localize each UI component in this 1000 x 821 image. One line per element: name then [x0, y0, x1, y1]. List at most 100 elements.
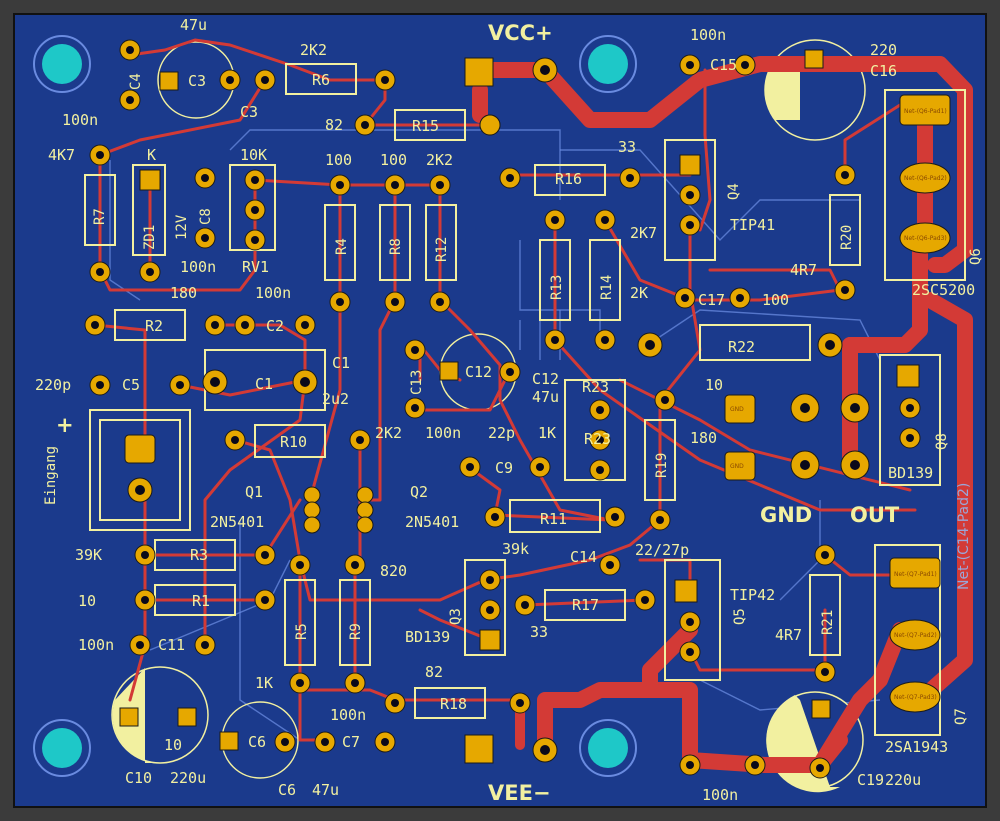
r21-ref: R21 — [820, 610, 836, 635]
c17-ref: C17 — [698, 291, 725, 309]
r20-value: 4R7 — [790, 261, 817, 279]
q5-type: TIP42 — [730, 586, 775, 604]
mounting-hole-icon — [588, 728, 628, 768]
component-outlines — [84, 63, 966, 736]
r8-ref: R8 — [388, 238, 404, 255]
c11-ref: C11 — [158, 636, 185, 654]
r7-ref: R7 — [92, 208, 108, 225]
r12-value: 2K2 — [426, 151, 453, 169]
r180-2-value: 180 — [690, 429, 717, 447]
c16-value: 220 — [870, 41, 897, 59]
pad-net-label: GND — [730, 463, 744, 470]
r11-value: 39k — [502, 540, 529, 558]
c15-ref: C15 — [710, 56, 737, 74]
c6-ref: C6 — [278, 781, 296, 799]
c8-ref: C8 — [198, 208, 214, 225]
q6-type: 2SC5200 — [912, 281, 975, 299]
c3-ref-inner: C3 — [188, 72, 206, 90]
r12-ref: R12 — [434, 237, 450, 262]
r16-ref: R16 — [555, 170, 582, 188]
c2-ref: C2 — [266, 317, 284, 335]
r820-value: 820 — [380, 562, 407, 580]
r16-value: 33 — [618, 138, 636, 156]
q5-ref: Q5 — [732, 608, 748, 625]
c10-inner: 10 — [164, 736, 182, 754]
r7-value: 4K7 — [48, 146, 75, 164]
r18-net: 82 — [425, 663, 443, 681]
q4-ref: Q4 — [726, 183, 742, 200]
r8-value: 100 — [380, 151, 407, 169]
q1-type: 2N5401 — [210, 513, 264, 531]
c4-value: 100n — [62, 111, 98, 129]
c7-value: 100n — [330, 706, 366, 724]
mounting-hole-icon — [42, 44, 82, 84]
zd1-voltage: 12V — [174, 214, 190, 240]
mounting-hole-icon — [42, 728, 82, 768]
power-traces — [472, 56, 973, 773]
r15-ref: R15 — [412, 117, 439, 135]
c11-value: 100n — [78, 636, 114, 654]
r17-value: 33 — [530, 623, 548, 641]
pad-net-labels: Net-(Q6-Pad1) Net-(Q6-Pad2) Net-(Q6-Pad3… — [730, 108, 947, 701]
r5-ref: R5 — [294, 623, 310, 640]
r1-ref: R1 — [192, 592, 210, 610]
square-pads — [119, 49, 951, 764]
c8-value: 100n — [180, 258, 216, 276]
c15-value: 100n — [690, 26, 726, 44]
c6-ref-inner: C6 — [248, 733, 266, 751]
c14-ref: C14 — [570, 548, 597, 566]
r2-ref: R2 — [145, 317, 163, 335]
c19-value: 220u — [885, 771, 921, 789]
r1k-2-value: 1K — [255, 674, 273, 692]
pad-net-label: GND — [730, 406, 744, 413]
pad-net-label: Net-(Q7-Pad1) — [894, 571, 937, 578]
r20-ref: R20 — [839, 225, 855, 250]
zd1-ref: ZD1 — [142, 225, 158, 250]
q6-ref: Q6 — [968, 248, 984, 265]
c2-value: 100n — [255, 284, 291, 302]
q2-ref: Q2 — [410, 483, 428, 501]
r6-value: 2K2 — [300, 41, 327, 59]
c1-ref: C1 — [255, 375, 273, 393]
r180-value: 180 — [170, 284, 197, 302]
net-vertical-label: Net-(C14-Pad2) — [956, 483, 972, 590]
c12-ref: C12 — [532, 370, 559, 388]
r19-ref: R19 — [654, 453, 670, 478]
c19-ref: C19 — [857, 771, 884, 789]
pad-net-label: Net-(Q7-Pad3) — [894, 694, 937, 701]
c13-value: 100n — [425, 424, 461, 442]
eingang-plus: + — [56, 413, 74, 437]
c10-ref: C10 — [125, 769, 152, 787]
rv1-value: 10K — [240, 146, 267, 164]
mounting-hole-icon — [588, 44, 628, 84]
r23-ref-top: R23 — [582, 378, 609, 396]
c5-ref: C5 — [122, 376, 140, 394]
c7-ref: C7 — [342, 733, 360, 751]
c22p-value: 22p — [488, 424, 515, 442]
c14-value: 22/27p — [635, 541, 689, 559]
r3-value: 39K — [75, 546, 102, 564]
r-2k7-value: 2K7 — [630, 224, 657, 242]
rv1-ref: RV1 — [242, 258, 269, 276]
c16-ref: C16 — [870, 62, 897, 80]
r10-ref: R10 — [280, 433, 307, 451]
q8-type: BD139 — [888, 464, 933, 482]
r1k-value: 1K — [538, 424, 556, 442]
c6-value: 47u — [312, 781, 339, 799]
mounting-holes — [33, 35, 637, 777]
pad-net-label: Net-(Q7-Pad2) — [894, 632, 937, 639]
r-2k-value: 2K — [630, 284, 648, 302]
r22-ref: R22 — [728, 338, 755, 356]
q2-type: 2N5401 — [405, 513, 459, 531]
pad-net-label: Net-(Q6-Pad1) — [904, 108, 947, 115]
c1-ref-top: C1 — [332, 354, 350, 372]
r21-value: 4R7 — [775, 626, 802, 644]
c4-ref: C4 — [128, 73, 144, 90]
r13-ref: R13 — [549, 275, 565, 300]
r-2k2-value: 2K2 — [375, 424, 402, 442]
c18-value: 100n — [702, 786, 738, 804]
r17-ref: R17 — [572, 596, 599, 614]
c1-value: 2u2 — [322, 390, 349, 408]
r3-ref: R3 — [190, 546, 208, 564]
